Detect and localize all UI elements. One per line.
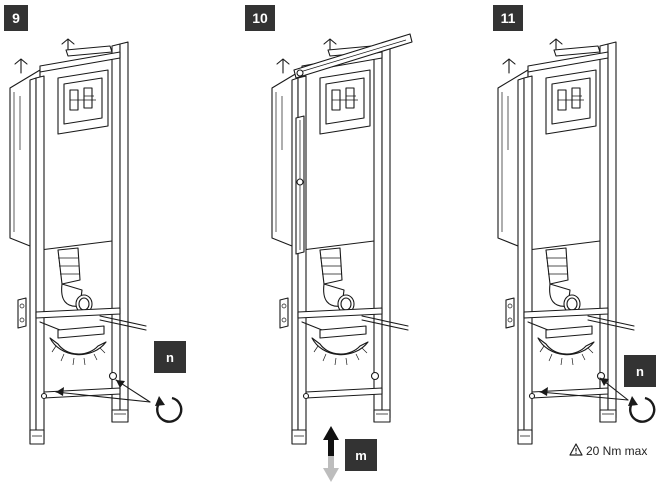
callout-badge <box>345 439 377 471</box>
pointer-arrows <box>55 379 151 403</box>
height-adjust-arrows <box>323 426 339 482</box>
callout-letter: n <box>166 350 174 365</box>
callout-letter: n <box>636 364 644 379</box>
step-badge <box>4 5 28 31</box>
step-badge <box>493 5 523 31</box>
torque-note: 20 Nm max <box>569 443 647 458</box>
step-number: 11 <box>501 10 516 26</box>
vertical-level <box>295 115 305 255</box>
frame-illustration <box>271 38 409 445</box>
step-badge <box>245 5 275 31</box>
torque-label: 20 Nm max <box>586 444 647 458</box>
frame-illustration <box>497 38 635 445</box>
callout-badge <box>154 341 186 373</box>
rotate-clockwise-icon <box>628 396 656 423</box>
spirit-level <box>293 33 413 79</box>
pointer-arrows <box>539 377 629 401</box>
step-10-panel: 10 m <box>245 5 413 482</box>
step-11-panel: 11 n 20 Nm max <box>493 5 656 458</box>
callout-badge <box>624 355 656 387</box>
rotate-clockwise-icon <box>155 396 183 423</box>
frame-illustration <box>9 38 147 445</box>
step-number: 9 <box>12 10 20 26</box>
warning-triangle-icon <box>569 443 583 456</box>
step-number: 10 <box>252 10 268 26</box>
callout-letter: m <box>355 448 367 463</box>
step-9-panel: 9 n <box>4 5 186 445</box>
